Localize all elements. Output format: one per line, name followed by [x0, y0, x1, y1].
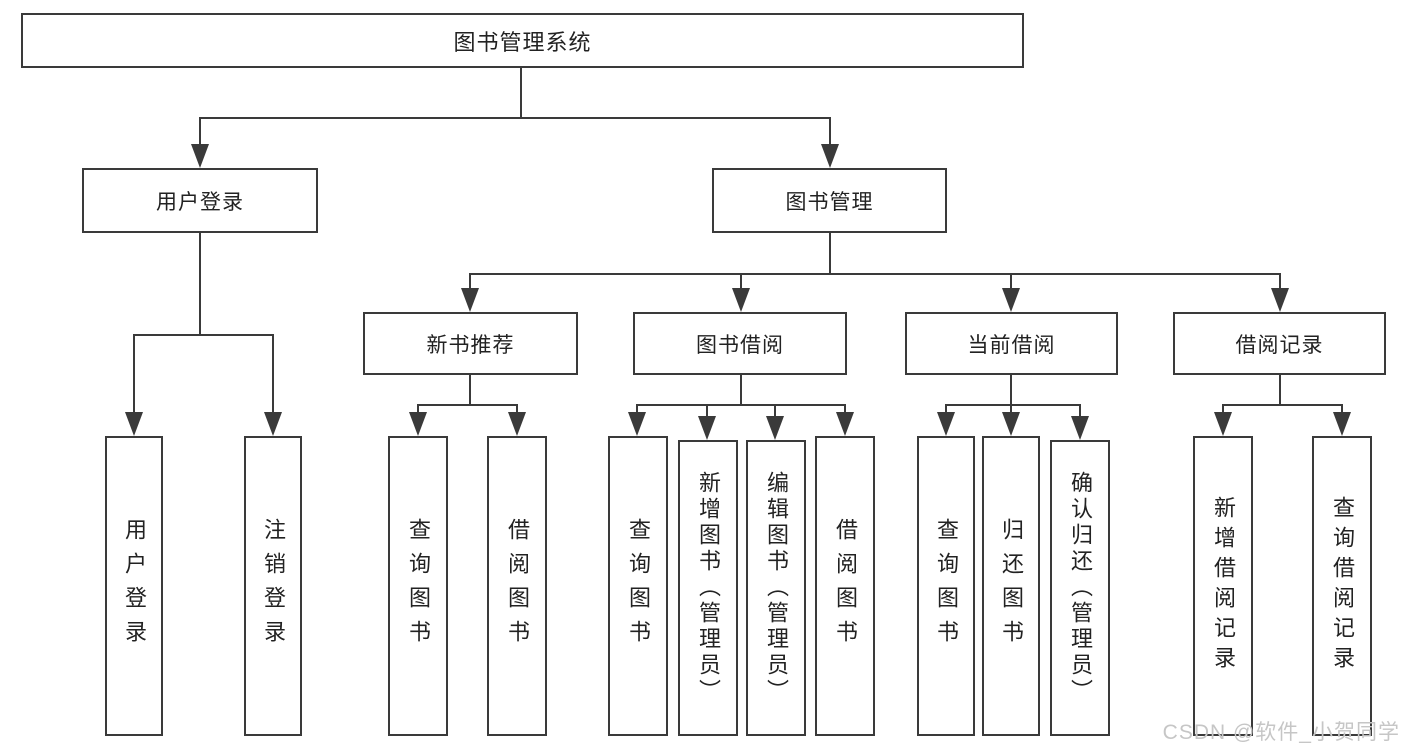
node-book-management: 图书管理	[712, 168, 947, 233]
watermark: CSDN @软件_小贺同学	[1162, 721, 1400, 744]
connector-stem-book-management	[829, 117, 831, 147]
node-book-borrowing: 图书借阅	[633, 312, 847, 375]
connector-root-drop	[520, 68, 522, 119]
connector-current-borrowing-drop	[1010, 375, 1012, 406]
connector-management-drop	[829, 233, 831, 275]
arrowhead-down-icon	[821, 144, 839, 168]
arrowhead-down-icon	[766, 416, 784, 440]
leaf-borrow-books-recommend: 借阅图书	[487, 436, 547, 736]
connector-new-book-drop	[469, 375, 471, 406]
arrowhead-down-icon	[461, 288, 479, 312]
node-root-label: 图书管理系统	[453, 29, 592, 55]
connector-current-borrowing-horizontal	[945, 404, 1081, 406]
arrowhead-down-icon	[508, 412, 526, 436]
arrowhead-down-icon	[191, 144, 209, 168]
leaf-query-books-recommend-label: 查询图书	[406, 518, 431, 654]
connector-stem	[945, 404, 947, 414]
node-book-borrowing-label: 图书借阅	[696, 333, 784, 357]
leaf-borrow-books-borrow: 借阅图书	[815, 436, 875, 736]
leaf-return-book: 归还图书	[982, 436, 1040, 736]
connector-stem	[1010, 404, 1012, 414]
leaf-borrow-books-borrow-label: 借阅图书	[833, 518, 858, 654]
arrowhead-down-icon	[698, 416, 716, 440]
leaf-query-books-borrow: 查询图书	[608, 436, 668, 736]
node-user-login: 用户登录	[82, 168, 318, 233]
arrowhead-down-icon	[628, 412, 646, 436]
leaf-return-book-label: 归还图书	[999, 518, 1024, 654]
connector-stem-book-borrowing	[740, 273, 742, 291]
arrowhead-down-icon	[1071, 416, 1089, 440]
leaf-query-books-recommend: 查询图书	[388, 436, 448, 736]
leaf-query-borrow-record-label: 查询借阅记录	[1330, 496, 1355, 676]
arrowhead-down-icon	[1333, 412, 1351, 436]
node-borrowing-records-label: 借阅记录	[1235, 333, 1324, 357]
arrowhead-down-icon	[409, 412, 427, 436]
leaf-add-borrow-record: 新增借阅记录	[1193, 436, 1253, 736]
leaf-edit-book-admin-label: 编辑图书（管理员）	[764, 471, 789, 705]
node-new-book-recommendation: 新书推荐	[363, 312, 578, 375]
connector-stem	[636, 404, 638, 414]
arrowhead-down-icon	[836, 412, 854, 436]
arrowhead-down-icon	[1214, 412, 1232, 436]
connector-stem	[774, 404, 776, 418]
leaf-query-books-borrow-label: 查询图书	[626, 518, 651, 654]
leaf-user-login: 用户登录	[105, 436, 163, 736]
leaf-confirm-return-admin: 确认归还（管理员）	[1050, 440, 1110, 736]
leaf-borrow-books-recommend-label: 借阅图书	[505, 518, 530, 654]
leaf-add-borrow-record-label: 新增借阅记录	[1211, 496, 1236, 676]
leaf-user-login-label: 用户登录	[122, 518, 147, 654]
node-current-borrowing: 当前借阅	[905, 312, 1118, 375]
leaf-query-books-current: 查询图书	[917, 436, 975, 736]
connector-stem	[706, 404, 708, 418]
arrowhead-down-icon	[937, 412, 955, 436]
node-root: 图书管理系统	[21, 13, 1024, 68]
connector-stem-current-borrowing	[1010, 273, 1012, 291]
leaf-query-books-current-label: 查询图书	[934, 518, 959, 654]
arrowhead-down-icon	[264, 412, 282, 436]
connector-stem-borrowing-records	[1279, 273, 1281, 291]
node-borrowing-records: 借阅记录	[1173, 312, 1386, 375]
connector-borrowing-records-drop	[1279, 375, 1281, 406]
connector-stem	[417, 404, 419, 414]
leaf-query-borrow-record: 查询借阅记录	[1312, 436, 1372, 736]
leaf-logout: 注销登录	[244, 436, 302, 736]
arrowhead-down-icon	[1002, 412, 1020, 436]
connector-borrowing-records-horizontal	[1222, 404, 1343, 406]
connector-stem	[516, 404, 518, 414]
leaf-edit-book-admin: 编辑图书（管理员）	[746, 440, 806, 736]
connector-level1-horizontal	[199, 117, 831, 119]
node-new-book-recommendation-label: 新书推荐	[426, 333, 515, 357]
leaf-confirm-return-admin-label: 确认归还（管理员）	[1068, 471, 1093, 705]
arrowhead-down-icon	[1002, 288, 1020, 312]
leaf-add-book-admin: 新增图书（管理员）	[678, 440, 738, 736]
arrowhead-down-icon	[1271, 288, 1289, 312]
node-current-borrowing-label: 当前借阅	[967, 333, 1056, 357]
connector-new-book-horizontal	[417, 404, 518, 406]
arrowhead-down-icon	[125, 412, 143, 436]
connector-login-horizontal	[133, 334, 274, 336]
connector-stem	[1222, 404, 1224, 414]
connector-book-borrowing-drop	[740, 375, 742, 406]
connector-level2-horizontal	[469, 273, 1281, 275]
connector-stem-user-login	[199, 117, 201, 147]
node-user-login-label: 用户登录	[156, 190, 244, 214]
connector-stem	[1341, 404, 1343, 414]
connector-stem-leaf-user-login	[133, 334, 135, 414]
connector-stem	[1079, 404, 1081, 418]
connector-stem	[844, 404, 846, 414]
arrowhead-down-icon	[732, 288, 750, 312]
connector-stem-new-book	[469, 273, 471, 291]
leaf-add-book-admin-label: 新增图书（管理员）	[696, 471, 721, 705]
connector-stem-leaf-logout	[272, 334, 274, 414]
leaf-logout-label: 注销登录	[261, 518, 286, 654]
node-book-management-label: 图书管理	[785, 190, 874, 214]
connector-book-borrowing-horizontal	[636, 404, 846, 406]
connector-login-drop	[199, 233, 201, 336]
